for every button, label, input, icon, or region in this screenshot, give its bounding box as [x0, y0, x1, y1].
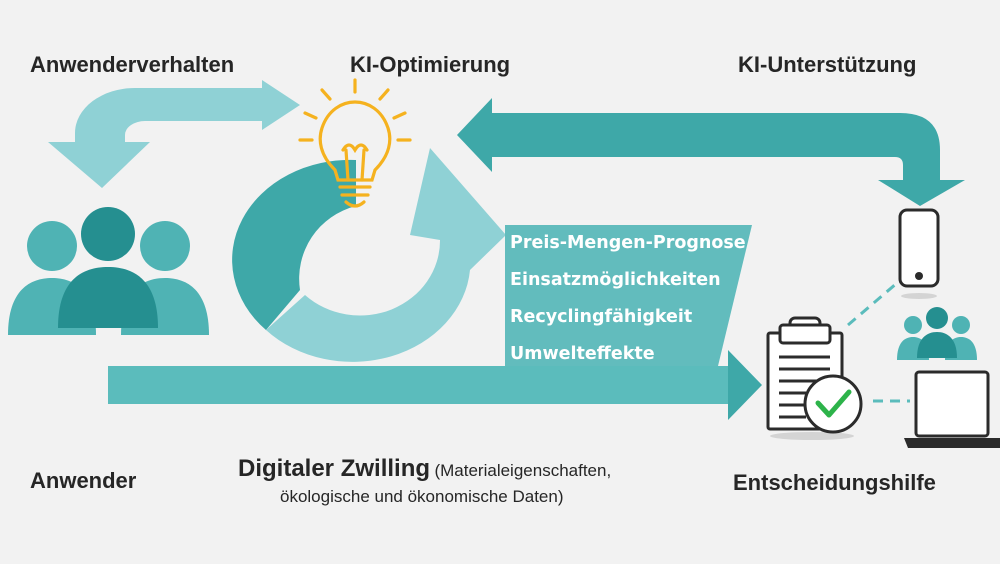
smartphone-icon [898, 208, 940, 299]
digital-twin-caption: Digitaler Zwilling (Materialeigenschafte… [238, 455, 698, 507]
user-behavior-loop-arrow [48, 80, 300, 188]
label-ai-optimization: KI-Optimierung [350, 52, 511, 77]
feature-item: Einsatzmöglichkeiten [510, 270, 721, 290]
label-decision-support: Entscheidungshilfe [733, 470, 936, 495]
digital-twin-note-line2: ökologische und ökonomische Daten) [280, 487, 564, 506]
digital-twin-title: Digitaler Zwilling [238, 455, 431, 482]
laptop-icon [904, 370, 1000, 448]
users-group-icon [8, 207, 209, 335]
users-group-small-icon [897, 307, 977, 360]
lightbulb-icon [298, 78, 412, 208]
label-user: Anwender [30, 468, 137, 493]
cycle-arc-dark [232, 159, 356, 330]
feature-item: Recyclingfähigkeit [510, 307, 693, 327]
label-ai-support: KI-Unterstützung [738, 52, 917, 77]
digital-twin-arrow [108, 350, 762, 420]
feature-panel [505, 225, 752, 366]
feature-list: Preis-Mengen-Prognose Einsatzmöglichkeit… [510, 228, 746, 376]
label-user-behavior: Anwenderverhalten [30, 52, 235, 77]
ai-support-arrow [457, 98, 965, 206]
dashed-connectors [847, 281, 910, 403]
feature-item: Umwelteffekte [510, 344, 655, 364]
digital-twin-note: (Materialeigenschaften, [434, 461, 612, 480]
ai-optimization-cycle [232, 148, 506, 362]
clipboard-check-icon [766, 316, 863, 440]
cycle-arc-light [266, 148, 506, 362]
feature-item: Preis-Mengen-Prognose [510, 233, 746, 253]
